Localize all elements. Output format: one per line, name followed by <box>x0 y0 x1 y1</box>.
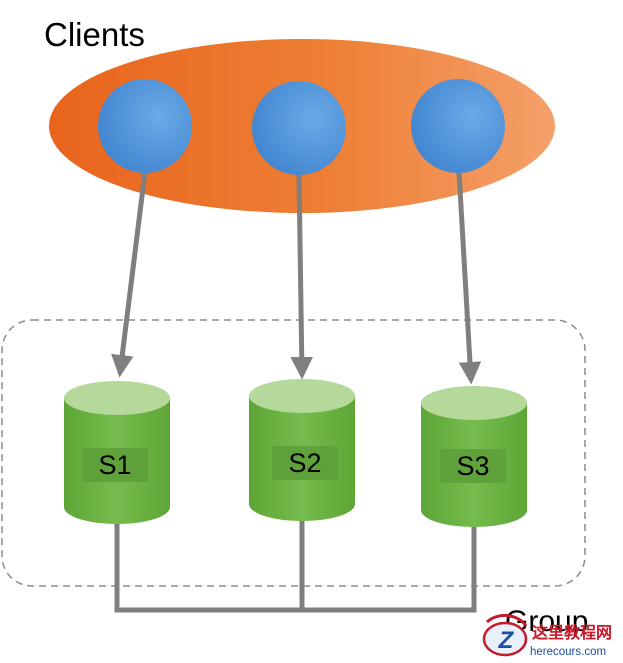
watermark: Z 这里教程网 herecours.com <box>482 613 612 658</box>
watermark-url: herecours.com <box>530 646 606 658</box>
server-s1: S1 <box>64 381 170 524</box>
arrow-client1-s1 <box>111 171 148 378</box>
svg-text:Z: Z <box>498 627 515 654</box>
server-s2: S2 <box>249 379 355 521</box>
client-node-3 <box>411 79 505 173</box>
server-label-bg <box>82 448 148 482</box>
server-label: S1 <box>98 450 131 480</box>
group-box <box>1 319 586 587</box>
watermark-logo-icon: Z <box>482 613 528 657</box>
server-label: S3 <box>456 451 489 481</box>
server-bus <box>114 520 477 613</box>
watermark-title: 这里教程网 <box>532 623 612 642</box>
clients-label: Clients <box>44 16 145 53</box>
server-label: S2 <box>288 448 321 478</box>
client-arrows <box>111 171 482 385</box>
server-label-bg <box>440 449 506 483</box>
client-node-1 <box>98 79 192 173</box>
arrow-client3-s3 <box>456 171 482 385</box>
client-node-2 <box>252 81 346 175</box>
server-s3: S3 <box>421 386 527 527</box>
server-label-bg <box>272 446 338 480</box>
arrow-client2-s2 <box>290 173 313 380</box>
